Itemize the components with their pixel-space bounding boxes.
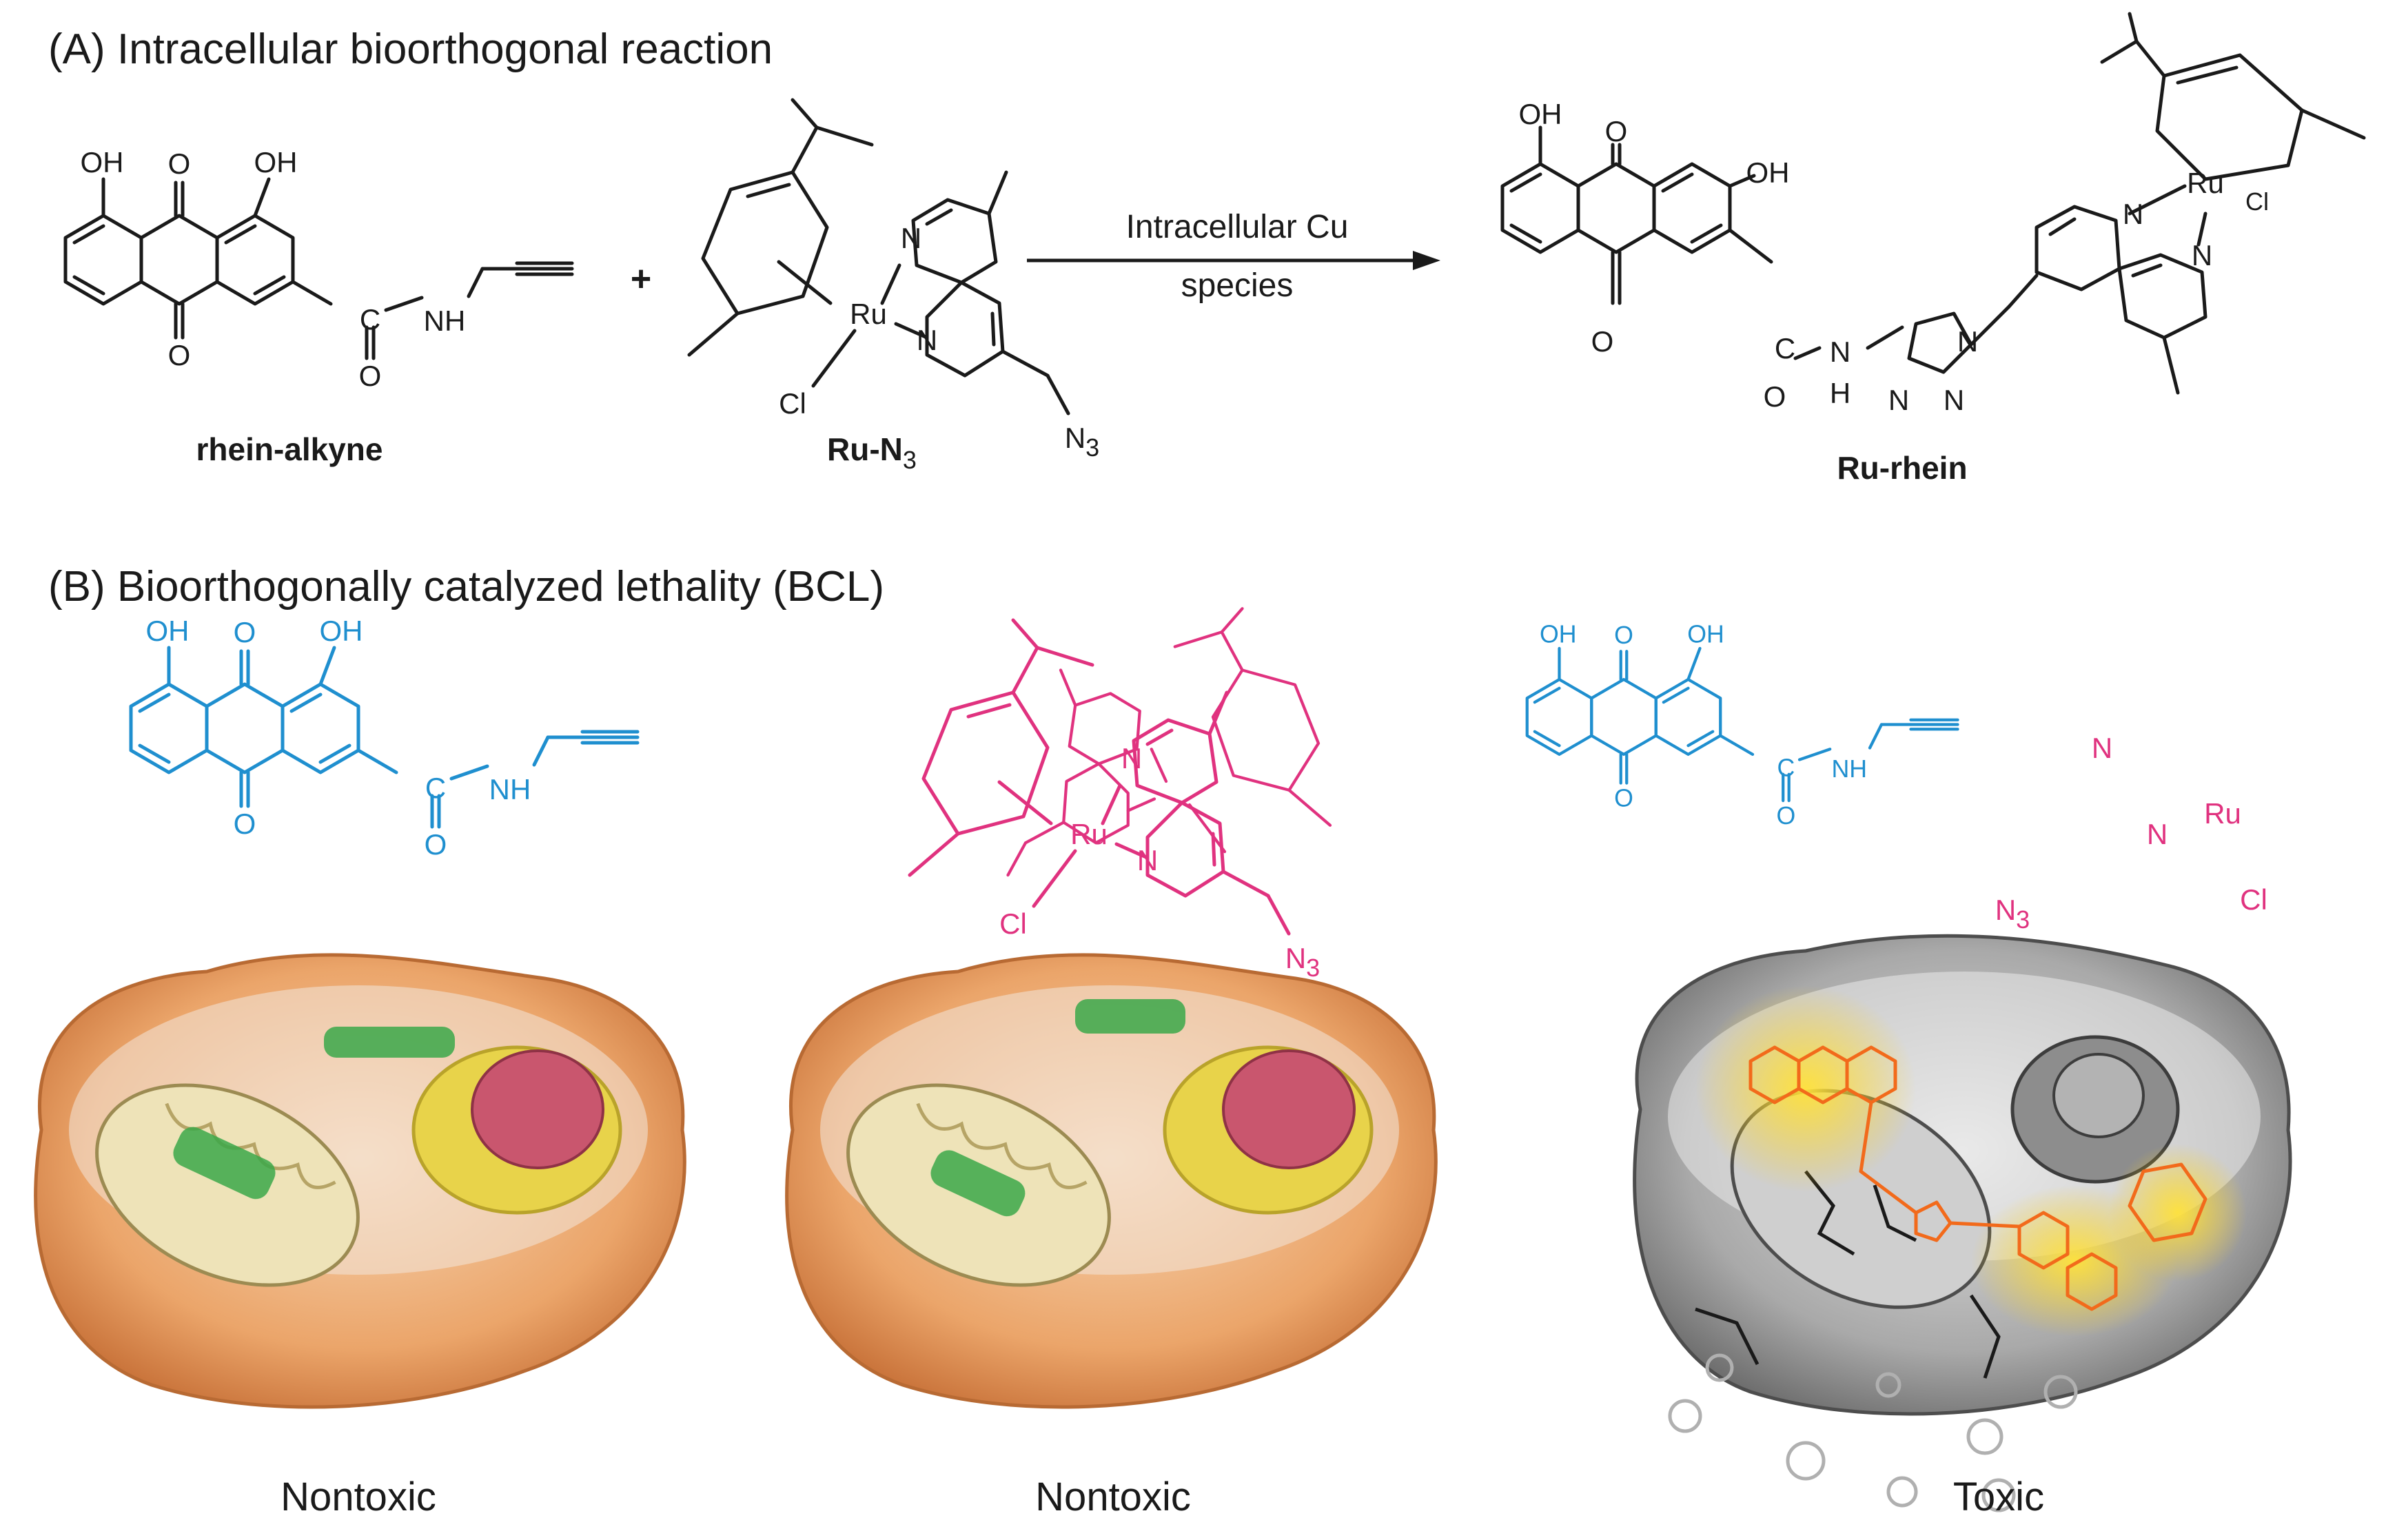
atom-o: O bbox=[425, 828, 447, 861]
atom-oh: OH bbox=[81, 146, 124, 178]
atom-o: O bbox=[1777, 802, 1796, 830]
atom-o: O bbox=[1614, 622, 1633, 649]
cell-2-nontoxic bbox=[785, 953, 1438, 1409]
drug-molecules bbox=[930, 999, 1185, 1217]
atom-oh: OH bbox=[320, 615, 363, 647]
atom-n: N bbox=[1957, 325, 1978, 358]
atom-nh: NH bbox=[424, 305, 466, 337]
arrow-label-line-1: Intracellular Cu bbox=[1126, 209, 1349, 245]
panel-2-label: Nontoxic bbox=[1035, 1475, 1191, 1519]
atom-oh: OH bbox=[1746, 156, 1790, 189]
bubbles bbox=[1668, 1353, 2078, 1512]
atom-o: O bbox=[1591, 325, 1614, 358]
atom-n: N bbox=[2192, 239, 2212, 271]
atom-cl: Cl bbox=[999, 907, 1027, 940]
atom-c: C bbox=[360, 303, 380, 336]
product-glow bbox=[1695, 985, 1916, 1192]
atom-n: N bbox=[2147, 818, 2168, 850]
atom-n: N bbox=[1121, 742, 1142, 774]
atom-cl: Cl bbox=[779, 387, 806, 420]
atom-oh: OH bbox=[1687, 621, 1724, 648]
cell-3-toxic bbox=[1633, 934, 2292, 1512]
ru-n3-structure: Ru N N Cl N3 bbox=[687, 98, 1099, 462]
rhein-alkyne-name: rhein-alkyne bbox=[196, 431, 383, 467]
atom-o: O bbox=[1605, 115, 1628, 147]
panel-3-ru-structure bbox=[1006, 607, 1332, 877]
atom-ru: Ru bbox=[1070, 818, 1108, 850]
atom-h: H bbox=[1830, 377, 1850, 409]
reaction-arrow: Intracellular Cu species bbox=[1027, 209, 1440, 304]
atom-c: C bbox=[1775, 332, 1795, 365]
panel-3-rhein-structure: OH O OH O C O NH bbox=[1525, 621, 1959, 830]
atom-oh: OH bbox=[1540, 621, 1577, 648]
atom-nh: NH bbox=[1831, 755, 1867, 783]
nucleus bbox=[1222, 1049, 1356, 1169]
atom-cl: Cl bbox=[2245, 187, 2269, 216]
atom-o: O bbox=[1614, 785, 1633, 812]
atom-n: N bbox=[2092, 732, 2112, 764]
atom-c: C bbox=[1777, 754, 1795, 781]
plus-sign: + bbox=[631, 259, 651, 299]
atom-n3: N3 bbox=[1285, 942, 1320, 982]
panel-2-ru-structure: Ru N N Cl N3 bbox=[908, 618, 1320, 982]
ru-rhein-name: Ru-rhein bbox=[1837, 450, 1967, 486]
atom-o: O bbox=[234, 616, 256, 648]
atom-n: N bbox=[1830, 336, 1850, 368]
atom-o: O bbox=[168, 339, 191, 371]
nucleus bbox=[471, 1049, 604, 1169]
drug-molecules bbox=[173, 1027, 455, 1200]
atom-c: C bbox=[425, 772, 446, 804]
atom-n3: N3 bbox=[1065, 422, 1099, 462]
atom-o: O bbox=[359, 360, 382, 392]
atom-oh: OH bbox=[254, 146, 298, 178]
section-a-title: (A) Intracellular bioorthogonal reaction bbox=[48, 25, 773, 73]
atom-ru: Ru bbox=[2187, 167, 2224, 199]
panel-1-label: Nontoxic bbox=[281, 1475, 436, 1519]
ru-n3-name: Ru-N3 bbox=[827, 431, 917, 474]
atom-n: N bbox=[1137, 844, 1158, 876]
atom-n: N bbox=[1888, 384, 1909, 416]
atom-oh: OH bbox=[1519, 98, 1562, 130]
atom-n: N bbox=[901, 222, 921, 254]
atom-n3: N3 bbox=[1995, 894, 2030, 934]
atom-oh: OH bbox=[146, 615, 190, 647]
atom-o: O bbox=[1764, 380, 1786, 413]
atom-ru: Ru bbox=[850, 298, 887, 330]
rhein-alkyne-structure: OH O OH O C O NH bbox=[63, 146, 574, 392]
atom-o: O bbox=[234, 808, 256, 840]
panel-1-rhein-structure: OH O OH O C O NH bbox=[129, 615, 640, 861]
atom-ru: Ru bbox=[2204, 797, 2241, 830]
ru-rhein-in-cell bbox=[1748, 1045, 2207, 1311]
cell-1-nontoxic bbox=[34, 953, 686, 1409]
nucleus bbox=[2052, 1053, 2145, 1138]
arrow-label-line-2: species bbox=[1181, 267, 1294, 304]
atom-cl: Cl bbox=[2240, 883, 2267, 916]
panel-3-ru-atoms: Ru N N Cl N3 bbox=[1995, 732, 2267, 934]
atom-n: N bbox=[917, 324, 937, 356]
cracks bbox=[1695, 1170, 2001, 1379]
atom-o: O bbox=[168, 147, 191, 180]
section-b-title: (B) Bioorthogonally catalyzed lethality … bbox=[48, 563, 884, 610]
panel-3-label: Toxic bbox=[1953, 1475, 2044, 1519]
ru-rhein-structure: OH O OH O C O N H N N N N Ru Cl N bbox=[1500, 12, 2366, 416]
product-glow bbox=[2109, 1144, 2247, 1282]
atom-n: N bbox=[1944, 384, 1964, 416]
atom-nh: NH bbox=[489, 773, 531, 805]
atom-n: N bbox=[2123, 198, 2143, 230]
